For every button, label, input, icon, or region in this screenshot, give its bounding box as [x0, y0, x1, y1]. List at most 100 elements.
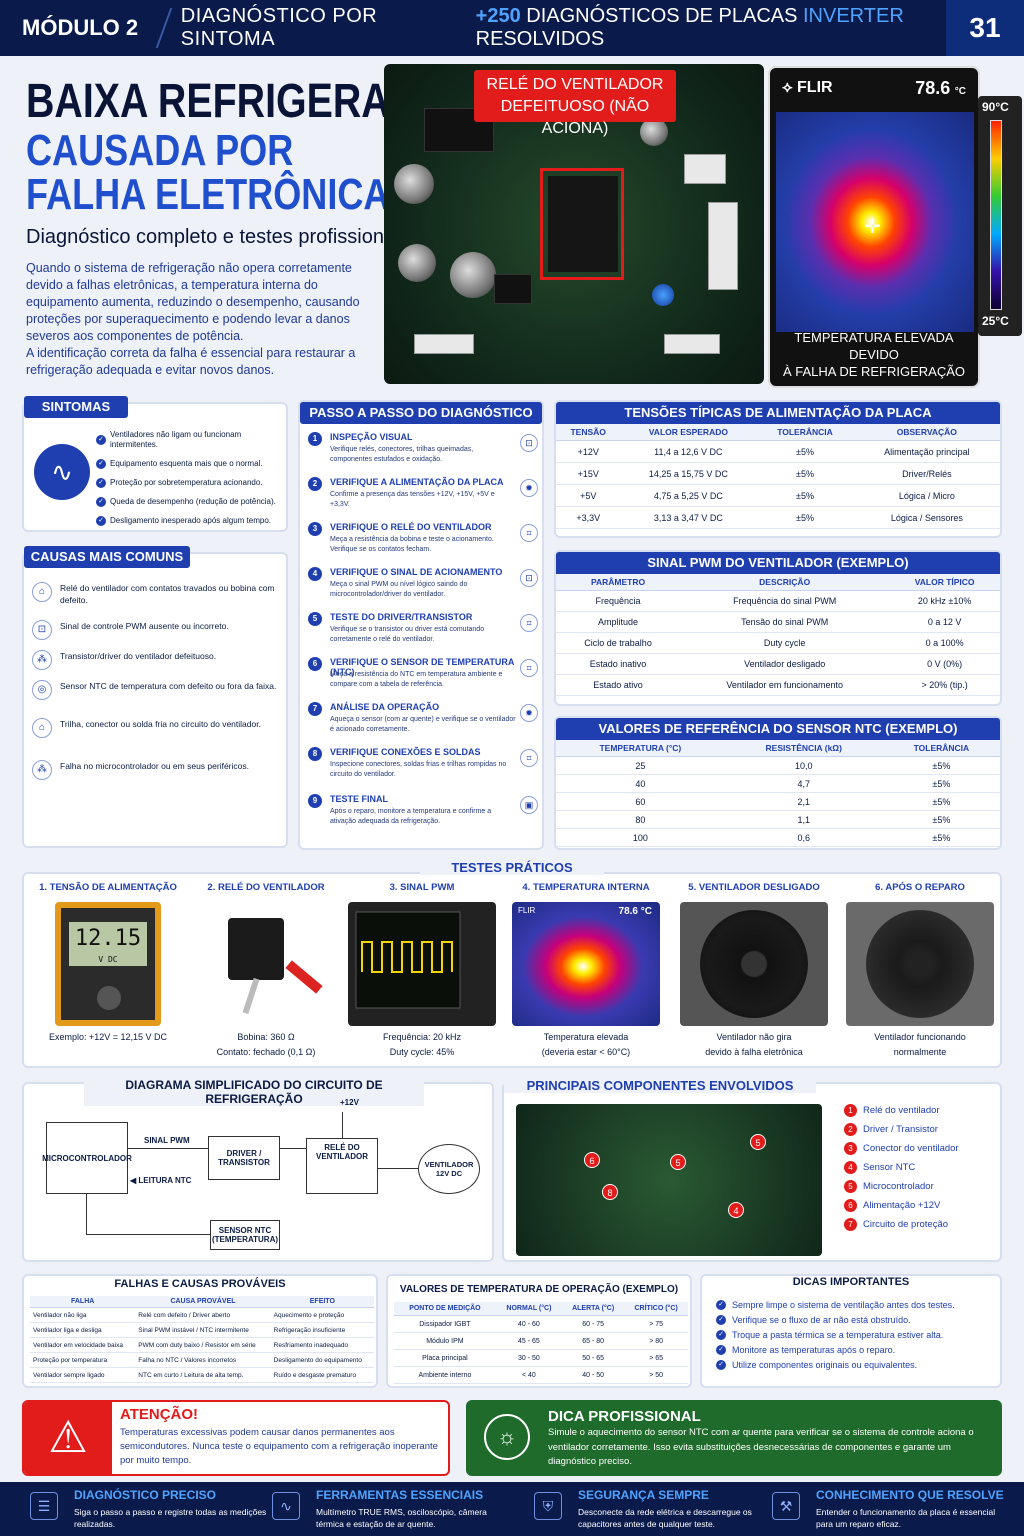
- tests-title: TESTES PRÁTICOS: [420, 860, 604, 875]
- check-icon: ✓: [716, 1345, 726, 1355]
- cell: > 65: [624, 1349, 688, 1367]
- brand-name: FLIR: [797, 79, 833, 96]
- caption-line: Frequência: 20 kHz: [382, 1032, 462, 1042]
- monitor-icon: ▣: [520, 796, 538, 814]
- diagram-title: DIAGRAMA SIMPLIFICADO DO CIRCUITO DE REF…: [84, 1078, 424, 1106]
- cell: Frequência: [556, 590, 681, 612]
- tagline-text: DIAGNÓSTICOS DE PLACAS: [526, 5, 798, 27]
- test-label: 6. APÓS O REPARO: [875, 882, 965, 893]
- thermal-image: ✛: [776, 112, 974, 332]
- cell: 60: [556, 792, 725, 811]
- oscilloscope-icon: ∿: [272, 1492, 300, 1520]
- inspect-icon: ⊡: [520, 434, 538, 452]
- relay-image: [192, 902, 340, 1026]
- relay-callout-line1: RELÉ DO VENTILADOR: [486, 76, 664, 93]
- cell: Refrigeração insuficiente: [270, 1322, 374, 1338]
- thermal-scale: 90°C 25°C: [982, 100, 1020, 330]
- step-description: Meça a resistência do NTC em temperatura…: [330, 671, 503, 688]
- cell: 3,13 a 3,47 V DC: [620, 506, 757, 529]
- tagline-count: +250: [475, 5, 521, 27]
- step-description: Inspecione conectores, soldas frias e tr…: [330, 761, 507, 778]
- column-header: CAUSA PROVÁVEL: [135, 1296, 271, 1308]
- column-header: ALERTA (°C): [562, 1302, 625, 1316]
- pro-tip-text: Simule o aquecimento do sensor NTC com a…: [548, 1427, 974, 1467]
- cause-text: Trilha, conector ou solda fria no circui…: [60, 719, 261, 729]
- marker-4: 4: [728, 1202, 744, 1218]
- caption-line: (deveria estar < 60°C): [541, 1047, 631, 1057]
- column-header: FALHA: [30, 1296, 136, 1308]
- caption-line: normalmente: [893, 1047, 947, 1057]
- cell: 65 - 80: [562, 1332, 625, 1350]
- steps-title: PASSO A PASSO DO DIAGNÓSTICO: [300, 402, 542, 424]
- thermal-header: ⟡ FLIR 78.6 °C: [770, 68, 978, 108]
- cell: 40: [556, 774, 725, 793]
- tip-text: Verifique se o fluxo de ar não está obst…: [732, 1315, 911, 1325]
- ntc-table: TEMPERATURA (°C)RESISTÊNCIA (kΩ)TOLERÂNC…: [556, 740, 1000, 847]
- component-text: Circuito de proteção: [863, 1219, 949, 1230]
- tip-text: Sempre limpe o sistema de ventilação ant…: [732, 1300, 955, 1310]
- step-number: 2: [308, 477, 322, 491]
- check-icon: ✓: [716, 1360, 726, 1370]
- cell: Ventilador em funcionamento: [680, 674, 890, 696]
- cause-text: Sensor NTC de temperatura com defeito ou…: [60, 681, 277, 691]
- scale-max: 90°C: [982, 100, 1009, 114]
- lightbulb-icon: ☼: [484, 1414, 530, 1460]
- cell: Relé com defeito / Driver aberto: [135, 1307, 271, 1323]
- cell: Ventilador sempre ligado: [30, 1367, 136, 1383]
- operating-temps-panel: VALORES DE TEMPERATURA DE OPERAÇÃO (EXEM…: [386, 1274, 692, 1388]
- test-label: 4. TEMPERATURA INTERNA: [522, 882, 650, 893]
- caption-line: Temperatura elevada: [543, 1032, 629, 1042]
- cell: ±5%: [756, 484, 854, 507]
- thermal-message-line2: À FALHA DE REFRIGERAÇÃO: [782, 364, 966, 379]
- power-icon: ✹: [520, 479, 538, 497]
- step-number: 3: [308, 522, 322, 536]
- top-bar: MÓDULO 2 DIAGNÓSTICO POR SINTOMA +250 DI…: [0, 0, 1024, 56]
- cell: Ruído e desgaste prematuro: [270, 1367, 374, 1383]
- intro-paragraph: Quando o sistema de refrigeração não ope…: [26, 261, 360, 343]
- list-item: ✓Troque a pasta térmica se a temperatura…: [716, 1330, 955, 1340]
- tips-title: DICAS IMPORTANTES: [792, 1276, 910, 1288]
- signal-icon: ⊡: [520, 569, 538, 587]
- cell: Duty cycle: [680, 632, 890, 654]
- warning-text: Temperaturas excessivas podem causar dan…: [120, 1427, 438, 1466]
- cell: 25: [556, 756, 725, 775]
- fan-relay: [548, 176, 618, 272]
- table-header-row: TEMPERATURA (°C)RESISTÊNCIA (kΩ)TOLERÂNC…: [556, 740, 1000, 757]
- symptoms-title: SINTOMAS: [24, 396, 128, 418]
- fan-off-image: [680, 902, 828, 1026]
- thermal-reading: 78.6 °C: [915, 78, 966, 99]
- marker-5: 5: [670, 1154, 686, 1170]
- transistor-icon: ⁂: [32, 650, 52, 670]
- step-description: Confirme a presença das tensões +12V, +1…: [330, 491, 495, 508]
- cell: Lógica / Micro: [853, 484, 1000, 507]
- thermal-temp: 78.6: [915, 77, 951, 98]
- relay-line2: VENTILADOR: [316, 1152, 368, 1161]
- step-description: Após o reparo, monitore a temperatura e …: [330, 808, 492, 825]
- microcontroller-block: MICROCONTROLADOR: [42, 1122, 132, 1194]
- caption-line: Bobina: 360 Ω: [237, 1032, 295, 1042]
- temps-title: VALORES DE TEMPERATURA DE OPERAÇÃO (EXEM…: [399, 1284, 679, 1295]
- probe: [285, 960, 323, 994]
- caption-line: devido à falha eletrônica: [705, 1047, 803, 1057]
- tips-list: ✓ Sempre limpe o sistema de ventilação an…: [716, 1300, 955, 1375]
- cell: 30 - 50: [495, 1349, 563, 1367]
- check-icon: ✓: [96, 516, 106, 526]
- step-number: 6: [308, 657, 322, 671]
- list-item: ✓Equipamento esquenta mais que o normal.: [96, 459, 288, 469]
- cause-text: Transistor/driver do ventilador defeituo…: [60, 651, 217, 661]
- footer-title: DIAGNÓSTICO PRECISO: [74, 1488, 217, 1502]
- transistor-icon: ⌗: [520, 614, 538, 632]
- shield-icon: ⛨: [534, 1492, 562, 1520]
- step-title: VERIFIQUE A ALIMENTAÇÃO DA PLACA: [330, 477, 504, 487]
